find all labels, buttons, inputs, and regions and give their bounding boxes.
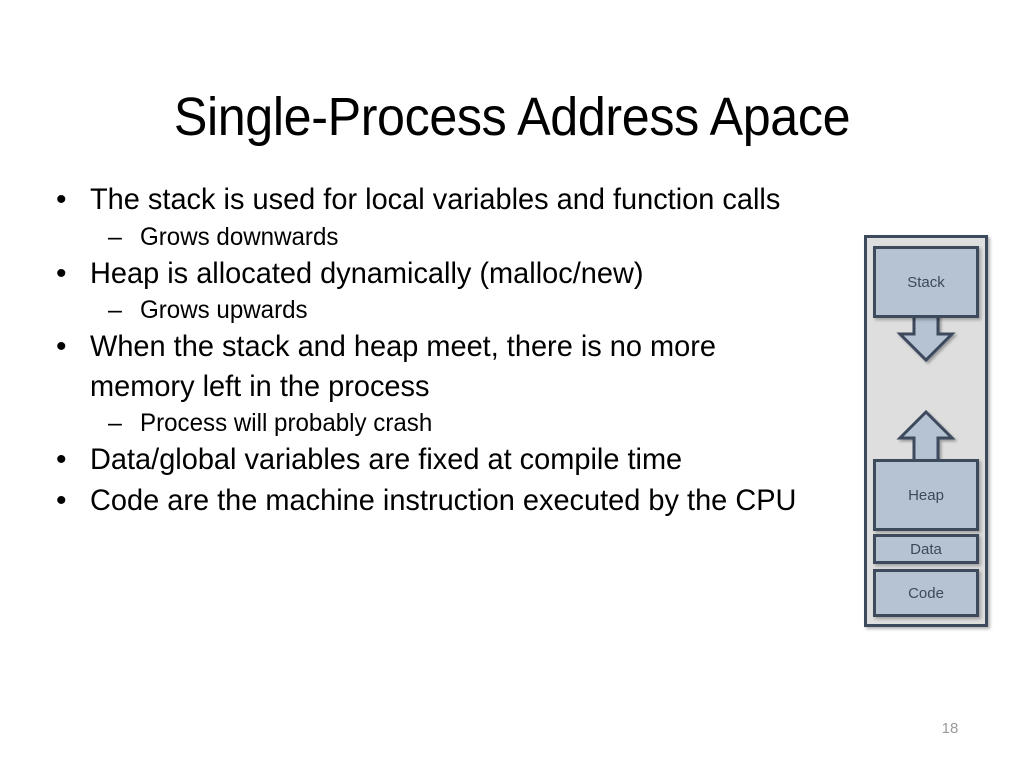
memory-segment-code: Code [873, 569, 979, 617]
list-item: – Process will probably crash [56, 407, 846, 440]
list-item: – Grows downwards [56, 221, 846, 254]
list-item: – Grows upwards [56, 294, 846, 327]
list-item-text: Grows upwards [140, 296, 308, 324]
list-item: • The stack is used for local variables … [56, 180, 846, 221]
list-item-text: Code are the machine instruction execute… [90, 483, 797, 517]
memory-segment-stack: Stack [873, 246, 979, 318]
list-item: • Code are the machine instruction execu… [56, 481, 846, 522]
page-number: 18 [941, 720, 959, 737]
bullet-dot-icon: • [56, 483, 67, 517]
bullet-dash-icon: – [108, 296, 122, 324]
process-address-space-diagram: Stack Heap Data Code [864, 235, 988, 627]
memory-segment-heap: Heap [873, 459, 979, 531]
list-item-text: The stack is used for local variables an… [90, 183, 781, 216]
bullet-dot-icon: • [56, 183, 67, 216]
list-item-text: When the stack and heap meet, there is n… [90, 330, 716, 404]
page-title: Single-Process Address Apace [173, 87, 851, 148]
list-item: • Heap is allocated dynamically (malloc/… [56, 254, 846, 295]
memory-segment-label: Data [910, 540, 942, 558]
bullet-dash-icon: – [108, 409, 122, 438]
list-item: • Data/global variables are fixed at com… [56, 440, 846, 481]
bullet-dash-icon: – [108, 222, 122, 251]
bullet-list: • The stack is used for local variables … [56, 180, 846, 521]
bullet-dot-icon: • [56, 330, 67, 363]
list-item-text: Grows downwards [140, 222, 339, 251]
bullet-dot-icon: • [56, 256, 67, 290]
list-item-text: Heap is allocated dynamically (malloc/ne… [90, 256, 644, 290]
memory-segment-label: Stack [907, 273, 945, 291]
memory-segment-label: Heap [908, 486, 944, 504]
memory-segment-data: Data [873, 534, 979, 564]
heap-up-arrow-icon [896, 409, 956, 468]
list-item-text: Process will probably crash [140, 409, 433, 438]
list-item: • When the stack and heap meet, there is… [56, 327, 846, 407]
list-item-text: Data/global variables are fixed at compi… [90, 443, 683, 477]
bullet-dot-icon: • [56, 443, 67, 477]
memory-segment-label: Code [908, 584, 944, 602]
